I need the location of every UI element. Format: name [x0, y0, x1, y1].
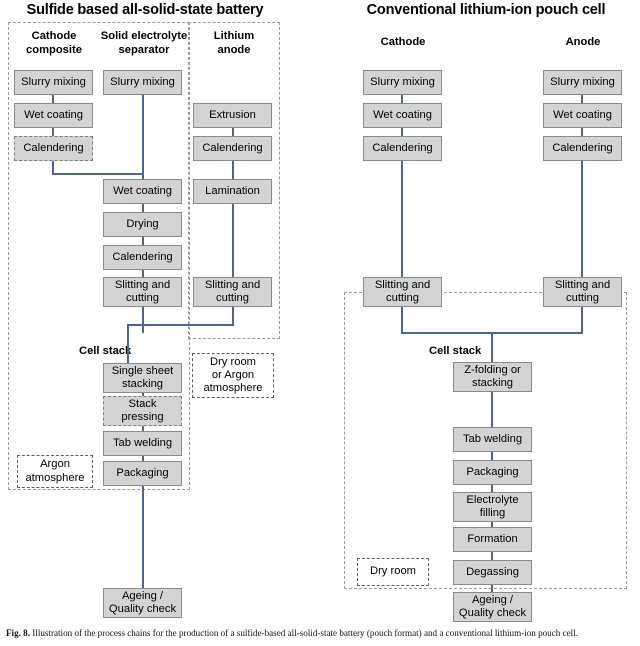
connector-lc-cs-1 [142, 393, 144, 397]
connector-lc-cs-3 [142, 456, 144, 462]
process-node-r-cs-formation[interactable]: Formation [453, 527, 532, 552]
connector-rc-a-1 [581, 95, 583, 104]
connector-rc-stack [491, 332, 493, 363]
process-node-r-cs-z-folding[interactable]: Z-folding or stacking [453, 362, 532, 392]
process-node-l-la-extrusion[interactable]: Extrusion [193, 103, 272, 128]
process-node-l-la-lamination[interactable]: Lamination [193, 179, 272, 204]
process-node-l-cs-tab-welding[interactable]: Tab welding [103, 431, 182, 456]
connector-lc-stack [127, 324, 129, 364]
right-cell-stack-label: Cell stack [429, 345, 482, 357]
caption-text: Illustration of the process chains for t… [30, 628, 578, 638]
process-node-l-cs-single-sheet[interactable]: Single sheet stacking [103, 363, 182, 393]
process-node-r-cs-electrolyte[interactable]: Electrolyte filling [453, 492, 532, 522]
process-node-l-la-slitting[interactable]: Slitting and cutting [193, 277, 272, 307]
left-cell-stack-label: Cell stack [79, 345, 132, 357]
figure-caption: Fig. 8. Illustration of the process chai… [6, 628, 636, 639]
process-node-l-la-calendering[interactable]: Calendering [193, 136, 272, 161]
connector-rc-c-2 [401, 128, 403, 137]
process-node-r-a-wet-coating[interactable]: Wet coating [543, 103, 622, 128]
column-title-cathode-composite: Cathode composite [26, 30, 82, 56]
connector-lc-cc-4 [52, 173, 144, 175]
connector-lc-cc-3 [52, 161, 54, 175]
connector-lc-cc-2 [52, 128, 54, 137]
process-node-l-ses-calendering[interactable]: Calendering [103, 245, 182, 270]
connector-rc-a-2 [581, 128, 583, 137]
connector-lc-la-1 [232, 128, 234, 137]
annotation-r-dry-room: Dry room [357, 558, 429, 586]
process-node-r-a-calendering[interactable]: Calendering [543, 136, 622, 161]
connector-rc-a-4 [581, 307, 583, 334]
process-node-l-ses-drying[interactable]: Drying [103, 212, 182, 237]
connector-lc-ses-3 [142, 237, 144, 246]
l-region-anode [188, 22, 280, 339]
process-node-r-c-slurry-mixing[interactable]: Slurry mixing [363, 70, 442, 95]
connector-rc-cs-5 [491, 552, 493, 561]
connector-lc-ses-1 [142, 95, 144, 180]
column-title-solid-electrolyte-separator: Solid electrolyte separator [100, 30, 188, 56]
connector-rc-c-4 [401, 307, 403, 334]
connector-rc-c-1 [401, 95, 403, 104]
connector-rc-a-3 [581, 161, 583, 278]
column-title-anode: Anode [565, 36, 601, 48]
connector-lc-la-3 [232, 204, 234, 278]
annotation-l-dry-or-argon: Dry room or Argon atmosphere [192, 353, 274, 398]
process-node-r-a-slurry-mixing[interactable]: Slurry mixing [543, 70, 622, 95]
process-node-l-cc-slurry-mixing[interactable]: Slurry mixing [14, 70, 93, 95]
process-node-l-ses-slitting[interactable]: Slitting and cutting [103, 277, 182, 307]
process-node-r-cs-tab-welding[interactable]: Tab welding [453, 427, 532, 452]
process-node-l-ses-slurry-mixing[interactable]: Slurry mixing [103, 70, 182, 95]
column-title-lithium-anode: Lithium anode [213, 30, 255, 56]
r-region-dryroom [344, 292, 627, 589]
process-node-r-c-slitting[interactable]: Slitting and cutting [363, 277, 442, 307]
process-node-r-cs-degassing[interactable]: Degassing [453, 560, 532, 585]
connector-lc-cs-4 [142, 486, 144, 589]
connector-rc-c-3 [401, 161, 403, 278]
process-node-r-ageing[interactable]: Ageing / Quality check [453, 592, 532, 622]
connector-lc-ses-2 [142, 204, 144, 213]
connector-lc-la-2 [232, 161, 234, 180]
process-node-r-a-slitting[interactable]: Slitting and cutting [543, 277, 622, 307]
process-node-r-c-calendering[interactable]: Calendering [363, 136, 442, 161]
connector-rc-cs-3 [491, 485, 493, 493]
connector-rc-cs-6 [491, 585, 493, 593]
process-node-l-ses-wet-coating[interactable]: Wet coating [103, 179, 182, 204]
annotation-l-argon: Argon atmosphere [17, 455, 93, 488]
process-node-r-cs-packaging[interactable]: Packaging [453, 460, 532, 485]
connector-rc-cs-1 [491, 392, 493, 428]
left-panel-title: Sulfide based all-solid-state battery [26, 2, 264, 18]
process-node-l-cs-packaging[interactable]: Packaging [103, 461, 182, 486]
process-node-l-cc-calendering[interactable]: Calendering [14, 136, 93, 161]
caption-label: Fig. 8. [6, 628, 30, 638]
process-node-r-c-wet-coating[interactable]: Wet coating [363, 103, 442, 128]
l-region-main [8, 22, 190, 490]
connector-lc-la-4 [232, 307, 234, 326]
right-panel-title: Conventional lithium-ion pouch cell [366, 2, 606, 18]
connector-lc-cs-2 [142, 426, 144, 432]
connector-lc-cc-1 [52, 95, 54, 104]
connector-lc-ses-5 [142, 307, 144, 333]
connector-lc-ses-4 [142, 270, 144, 278]
connector-rc-cs-4 [491, 522, 493, 528]
column-title-cathode: Cathode [380, 36, 426, 48]
process-node-l-ageing[interactable]: Ageing / Quality check [103, 588, 182, 618]
process-node-l-cc-wet-coating[interactable]: Wet coating [14, 103, 93, 128]
connector-lc-merge [127, 324, 234, 326]
process-node-l-cs-stack-pressing[interactable]: Stack pressing [103, 396, 182, 426]
connector-rc-cs-2 [491, 452, 493, 461]
